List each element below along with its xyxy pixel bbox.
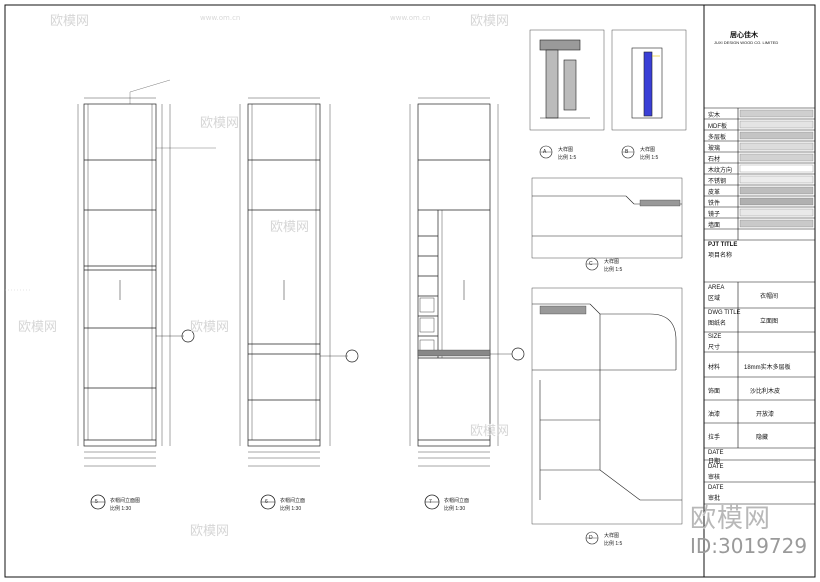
- detail-c-number: C: [589, 261, 593, 267]
- area-label-cn: 区域: [708, 296, 721, 302]
- view-7-caption: 衣帽间立面: [444, 498, 470, 504]
- material-label: 材料: [708, 365, 721, 371]
- view-6-caption: 衣帽间立面: [280, 498, 306, 504]
- elevation-7: [409, 97, 525, 467]
- material-value: 18mm实木多层板: [744, 365, 791, 371]
- detail-b-scale: 比例 1:5: [640, 155, 659, 161]
- area-label: AREA: [708, 285, 725, 291]
- material-row-label: 铁件: [708, 201, 721, 207]
- finish-value: 沙比利木皮: [750, 389, 781, 395]
- view-6-scale: 比例 1:30: [280, 506, 302, 512]
- date-label: DATE: [708, 450, 724, 456]
- handle-label: 拉手: [708, 435, 721, 441]
- material-swatches: [739, 109, 814, 228]
- detail-d-caption: 大样图: [604, 533, 620, 539]
- date3-label-cn: 审批: [708, 496, 721, 502]
- view-5-scale: 比例 1:30: [110, 506, 132, 512]
- watermark-id: ID:3019729: [690, 534, 808, 558]
- dwg-value: 立面图: [760, 319, 779, 325]
- dwg-title-label-cn: 图纸名: [708, 321, 727, 327]
- detail-b: [611, 29, 687, 159]
- detail-d-scale: 比例 1:5: [604, 541, 623, 547]
- area-value: 衣帽间: [760, 294, 779, 300]
- detail-a-number: A: [543, 149, 547, 155]
- detail-b-number: B: [625, 149, 629, 155]
- size-label: SIZE: [708, 334, 722, 340]
- company-name-en: JUXI DESIGN WOOD CO. LIMITED: [714, 40, 779, 45]
- pjt-title-label: PJT TITLE: [708, 242, 738, 248]
- finish-label: 饰面: [708, 389, 721, 395]
- date2-label-cn: 审核: [708, 475, 721, 481]
- company-name: 居心佳木: [730, 32, 758, 39]
- material-row-label: 实木: [708, 113, 721, 119]
- view-6-number: 6: [265, 499, 268, 505]
- material-row-label: MDF板: [708, 124, 727, 130]
- detail-d: [531, 287, 683, 545]
- material-row-label: 不锈钢: [708, 179, 727, 185]
- material-row-label: 多层板: [708, 135, 727, 141]
- handle-value: 隐藏: [756, 435, 769, 441]
- dwg-title-label: DWG TITLE: [708, 310, 741, 316]
- view-7-number: 7: [429, 499, 432, 505]
- material-row-label: 皮革: [708, 190, 721, 196]
- view-5-caption: 衣帽间立面图: [110, 498, 141, 504]
- detail-a: [529, 29, 605, 159]
- view-5-number: 5: [95, 499, 98, 505]
- detail-a-caption: 大样图: [558, 147, 574, 153]
- detail-c-caption: 大样图: [604, 259, 620, 265]
- material-row-label: 石材: [708, 157, 721, 163]
- elevation-6: [156, 97, 359, 467]
- date3-label: DATE: [708, 485, 724, 491]
- title-block-frame: [703, 4, 816, 578]
- date2-label: DATE: [708, 464, 724, 470]
- view-7-scale: 比例 1:30: [444, 506, 466, 512]
- detail-a-scale: 比例 1:5: [558, 155, 577, 161]
- pjt-title-label-cn: 项目名称: [708, 253, 733, 259]
- elevation-5: [77, 79, 195, 467]
- material-row-label: 墙面: [708, 223, 721, 229]
- material-row-label: 玻璃: [708, 146, 721, 152]
- detail-c: [531, 177, 683, 271]
- date-label-cn: 日期: [708, 459, 721, 465]
- material-row-label: 木纹方向: [708, 168, 733, 174]
- size-label-cn: 尺寸: [708, 345, 721, 351]
- paint-label: 油漆: [708, 412, 721, 418]
- title-block-lines: [704, 107, 815, 505]
- detail-c-scale: 比例 1:5: [604, 267, 623, 273]
- paint-value: 开放漆: [756, 412, 775, 418]
- material-row-label: 镜子: [708, 212, 721, 218]
- detail-d-number: D: [589, 535, 593, 541]
- detail-b-caption: 大样图: [640, 147, 656, 153]
- watermark-logo-text: 欧模网: [690, 504, 772, 534]
